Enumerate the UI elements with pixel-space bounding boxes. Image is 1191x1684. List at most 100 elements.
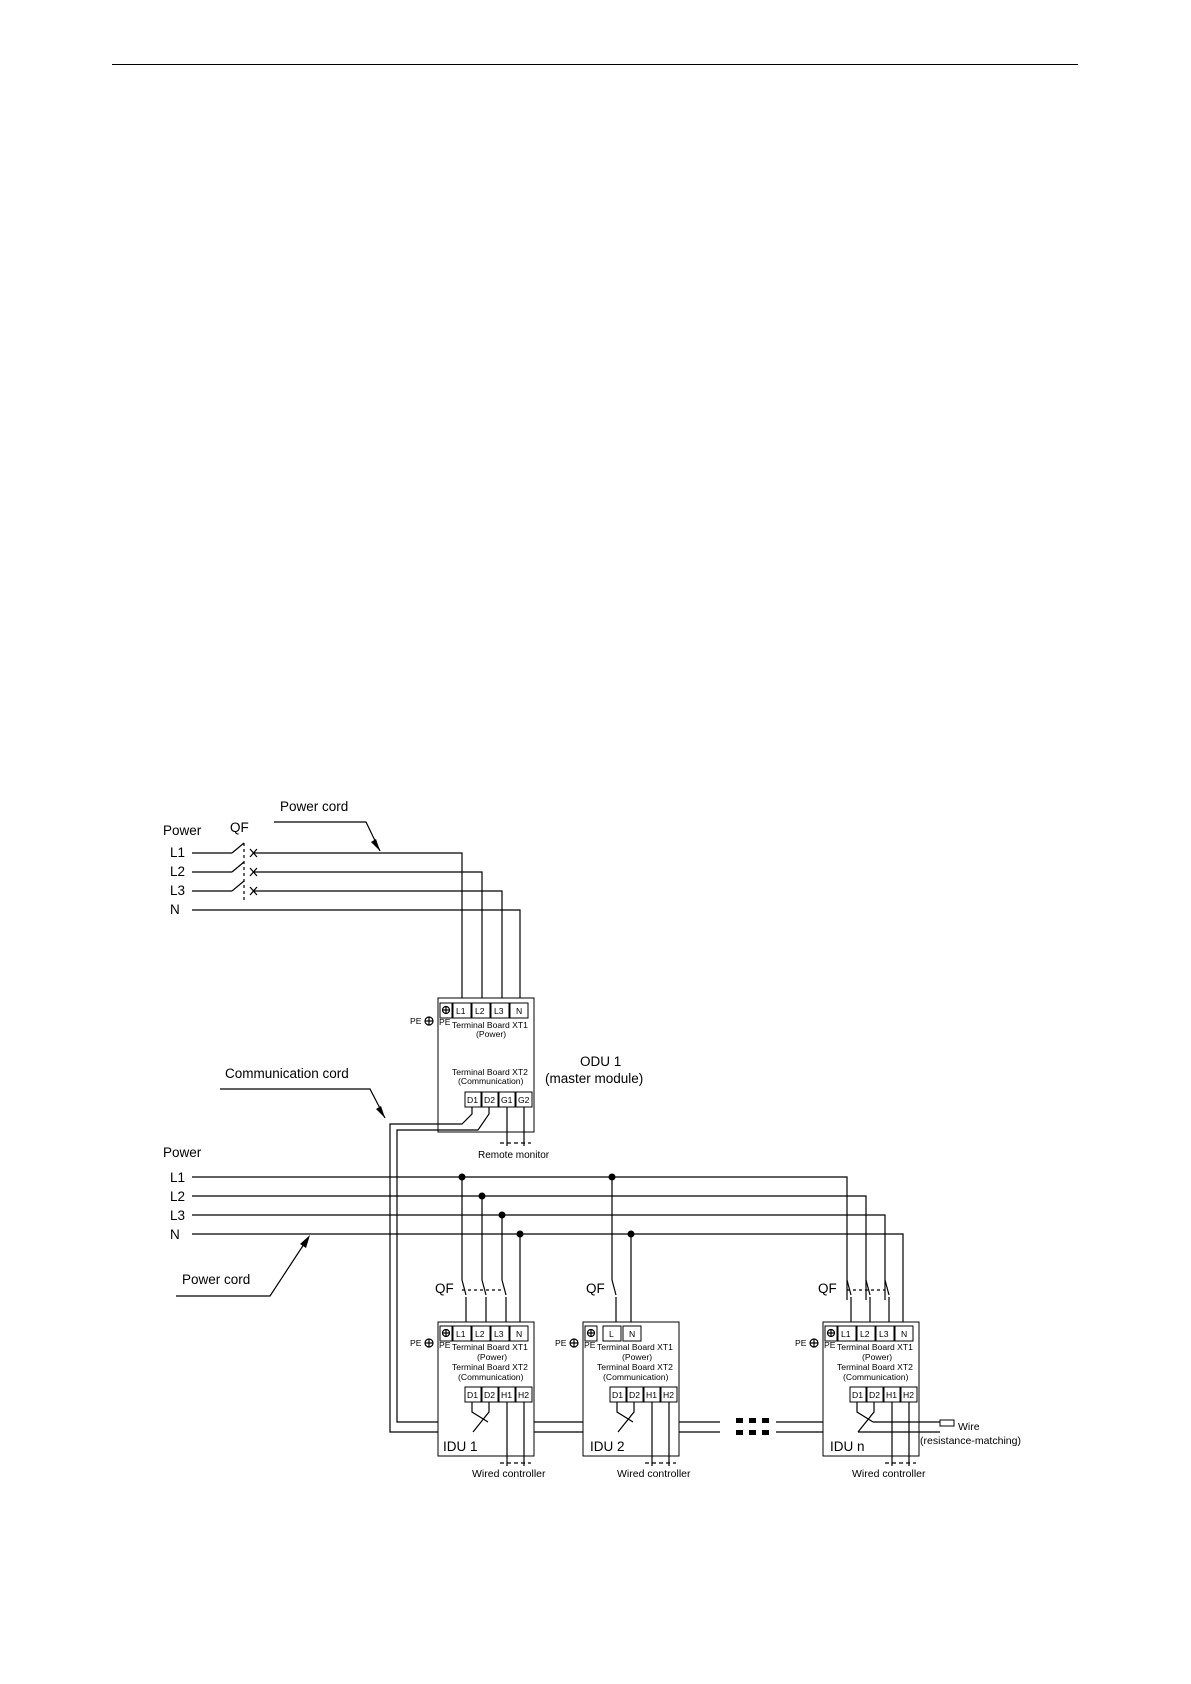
remote-monitor-label: Remote monitor <box>478 1150 550 1161</box>
bottom-power-cord-label: Power cord <box>182 1272 250 1287</box>
odu-1-xt1-sub: (Power) <box>476 1029 506 1039</box>
idu-n-xt2-sub: (Communication) <box>843 1372 909 1382</box>
idu-2-pe-label: PE <box>555 1338 567 1348</box>
top-power-cord-arrow <box>371 839 380 851</box>
idu-1-xt1-t3: N <box>516 1329 522 1339</box>
idu-n-pe-label: PE <box>795 1338 807 1348</box>
top-power-cord-leader <box>274 821 381 852</box>
idu-n-xt1-t0: L1 <box>841 1329 851 1339</box>
bottom-power-label: Power <box>163 1145 202 1160</box>
odu-1-xt1-title: Terminal Board XT1 <box>452 1020 528 1030</box>
idu-2-xt2-t3: H2 <box>663 1390 674 1400</box>
idu-n-xt1-t1: L2 <box>860 1329 870 1339</box>
odu-1-box <box>437 997 535 1133</box>
idu-2-xt2-title: Terminal Board XT2 <box>597 1362 673 1372</box>
top-n-wire <box>192 909 521 1004</box>
top-line-l3-label: L3 <box>170 883 185 898</box>
idu-1-xt2-t0: D1 <box>467 1390 478 1400</box>
top-power-supply: Power QF Power cord L1 L2 L3 N <box>163 799 521 1004</box>
bottom-l1-bus <box>192 1176 848 1300</box>
idu-1-xt2-sub: (Communication) <box>458 1372 524 1382</box>
odu-1-pe-label: PE <box>410 1016 422 1026</box>
idu-n-xt2-t2: H1 <box>886 1390 897 1400</box>
idu-1-xt1-t1: L2 <box>475 1329 485 1339</box>
top-power-label: Power <box>163 823 202 838</box>
odu-1-xt2-cell-0 <box>464 1091 482 1108</box>
bottom-l2-bus <box>192 1195 867 1300</box>
idu-n-xt2-t0: D1 <box>852 1390 863 1400</box>
odu-1-xt2-cell-1 <box>481 1091 499 1108</box>
idu-2-name: IDU 2 <box>590 1439 625 1454</box>
top-line-n-label: N <box>170 902 180 917</box>
idu-n-xt1-sub: (Power) <box>862 1352 892 1362</box>
odu-1-title: ODU 1 <box>580 1054 621 1069</box>
bottom-line-l3-label: L3 <box>170 1208 185 1223</box>
odu-1-xt1-l3: L3 <box>494 1006 504 1016</box>
idu-1-xt2-title: Terminal Board XT2 <box>452 1362 528 1372</box>
odu-1: PE PE L1 L2 L3 N Terminal Board XT1 (Pow… <box>410 997 643 1161</box>
odu-1-xt1-cell-2 <box>490 1002 510 1019</box>
idu-n-xt1-t2: L3 <box>879 1329 889 1339</box>
odu-1-pe-tag: PE <box>439 1017 451 1027</box>
wire-label: Wire <box>958 1421 980 1433</box>
odu-1-xt1-l2: L2 <box>475 1006 485 1016</box>
idu-n: QF PE PE L1 L2 L3 N Terminal Board XT1 (… <box>795 1279 1021 1480</box>
communication-cord-label: Communication cord <box>225 1066 349 1081</box>
idu-1-xt1-title: Terminal Board XT1 <box>452 1342 528 1352</box>
bottom-line-l1-label: L1 <box>170 1170 185 1185</box>
bottom-power-cord-leader <box>176 1237 309 1297</box>
idu-2-pe-tag: PE <box>584 1340 596 1350</box>
resistance-matching-wire-terminator <box>939 1419 955 1427</box>
idu-2-xt2-t1: D2 <box>629 1390 640 1400</box>
idu-n-xt1-title: Terminal Board XT1 <box>837 1342 913 1352</box>
odu-1-xt2-g1: G1 <box>501 1095 513 1105</box>
idu-1-xt2-t2: H1 <box>501 1390 512 1400</box>
top-l3-wire <box>254 890 503 1004</box>
idu-1-name: IDU 1 <box>443 1439 478 1454</box>
idu-n-xt2-t1: D2 <box>869 1390 880 1400</box>
odu-1-xt1-n: N <box>516 1006 522 1016</box>
idu-1-wired-controller-label: Wired controller <box>472 1468 546 1480</box>
idu-1-qf-label: QF <box>435 1281 454 1296</box>
idu-2-xt2-t2: H1 <box>646 1390 657 1400</box>
top-l2-wire <box>254 871 483 1004</box>
idu-1-xt1-sub: (Power) <box>477 1352 507 1362</box>
idu-1-xt2-t1: D2 <box>484 1390 495 1400</box>
top-qf-blade-l3 <box>231 880 245 892</box>
idu-2-xt1-t1: N <box>629 1329 635 1339</box>
top-l1-wire <box>254 852 463 1004</box>
odu-1-xt2-sub: (Communication) <box>458 1076 524 1086</box>
idu-2-xt2-t0: D1 <box>612 1390 623 1400</box>
bottom-line-l2-label: L2 <box>170 1189 185 1204</box>
top-line-l2-label: L2 <box>170 864 185 879</box>
idu-1-xt1-t2: L3 <box>494 1329 504 1339</box>
top-qf-blade-l2 <box>231 861 245 873</box>
idu-2-xt1-sub: (Power) <box>622 1352 652 1362</box>
idu-n-xt2-t3: H2 <box>903 1390 914 1400</box>
bottom-power-supply: Power L1 L2 L3 N Power cord <box>163 1145 904 1325</box>
idu-n-xt2-title: Terminal Board XT2 <box>837 1362 913 1372</box>
top-qf-blade-l1 <box>231 842 245 854</box>
odu-1-xt1-cell-3 <box>509 1002 529 1019</box>
odu-1-xt1-cell-0 <box>452 1002 472 1019</box>
odu-1-xt2-g2: G2 <box>518 1095 530 1105</box>
top-qf-crosses <box>243 843 258 900</box>
idu-n-pe-tag: PE <box>824 1340 836 1350</box>
idu-2-xt1-t0: L <box>609 1329 614 1339</box>
odu-1-subtitle: (master module) <box>545 1071 643 1086</box>
idu-1-pe-tag: PE <box>439 1340 451 1350</box>
idu-n-wired-controller-label: Wired controller <box>852 1468 926 1480</box>
odu-1-xt1-l1: L1 <box>456 1006 466 1016</box>
idu-1-xt1-t0: L1 <box>456 1329 466 1339</box>
idu-2: QF PE PE L N Terminal Board XT1 (Power) … <box>555 1177 691 1480</box>
bottom-l3-bus <box>192 1214 886 1300</box>
page-header-rule <box>112 64 1078 65</box>
top-power-cord-label: Power cord <box>280 799 348 814</box>
idu-1-pe-label: PE <box>410 1338 422 1348</box>
idu-2-wired-controller-label: Wired controller <box>617 1468 691 1480</box>
odu-1-xt2-d2: D2 <box>484 1095 495 1105</box>
odu-1-xt2-d1: D1 <box>467 1095 478 1105</box>
bottom-n-bus <box>192 1233 904 1325</box>
idu-n-xt1-t3: N <box>901 1329 907 1339</box>
